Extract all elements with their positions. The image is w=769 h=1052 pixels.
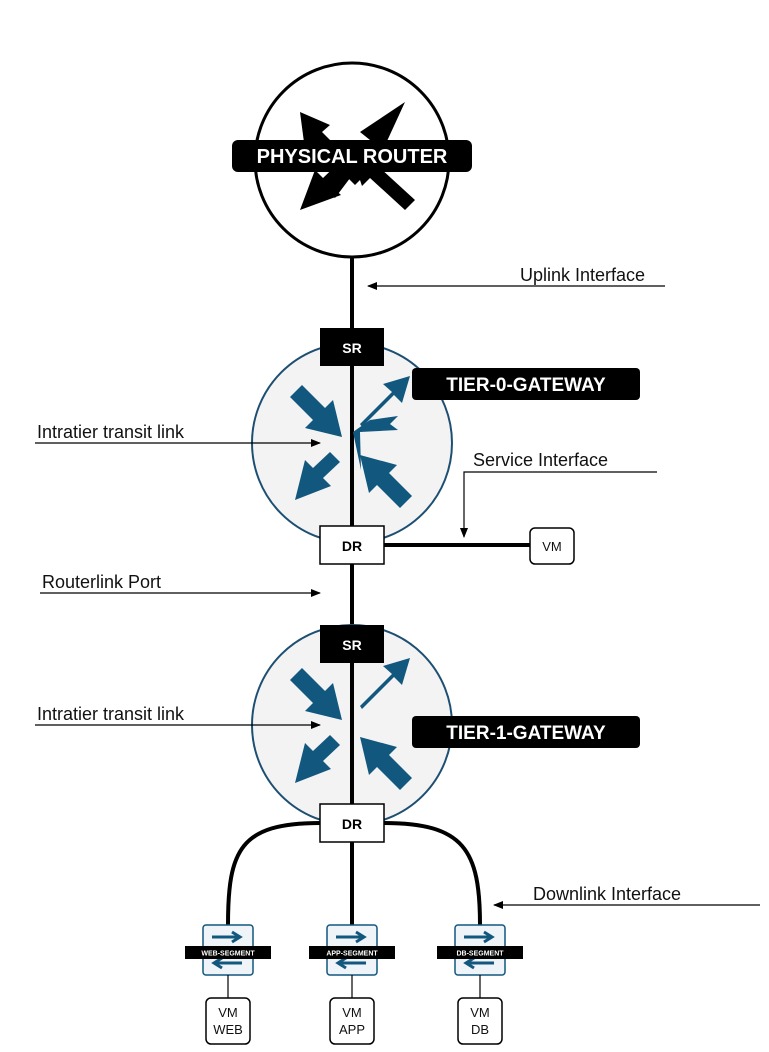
intratier-t0-label: Intratier transit link	[37, 422, 185, 442]
segment-db-label-bg	[437, 946, 523, 959]
tier1-sr-box	[320, 625, 384, 663]
downlink-db	[383, 821, 482, 926]
tier0-sr-label: SR	[342, 340, 361, 356]
tier0-gateway: SR TIER-0-GATEWAY DR	[251, 328, 640, 565]
vm-db-line1: VM	[470, 1005, 490, 1020]
tier1-label-bg	[412, 716, 640, 748]
segment-web-label: WEB-SEGMENT	[201, 951, 255, 958]
tier1-gateway: SR TIER-1-GATEWAY DR	[251, 624, 640, 843]
vm-db-line2: DB	[471, 1022, 489, 1037]
vm-app-line1: VM	[342, 1005, 362, 1020]
tier0-dr-label: DR	[342, 538, 362, 554]
segment-web-label-bg	[185, 946, 271, 959]
physical-router-label-bg	[232, 140, 472, 172]
segment-app-label: APP-SEGMENT	[326, 951, 378, 958]
service-vm-label: VM	[542, 539, 562, 554]
tier0-arrows-icon	[290, 376, 412, 508]
segment-db: DB-SEGMENT VM DB	[437, 924, 523, 1045]
tier0-sr-box	[320, 328, 384, 366]
tier1-arrows-icon	[290, 658, 412, 790]
vm-db-box	[457, 997, 503, 1045]
downlink-web	[226, 821, 321, 926]
segment-web: WEB-SEGMENT VM WEB	[185, 924, 271, 1045]
vm-app-box	[329, 997, 375, 1045]
intratier-t1-label: Intratier transit link	[37, 704, 185, 724]
service-vm-box	[529, 527, 575, 565]
tier0-label: TIER-0-GATEWAY	[446, 375, 606, 396]
segment-db-label: DB-SEGMENT	[456, 951, 504, 958]
tier1-dr-label: DR	[342, 816, 362, 832]
tier1-sr-label: SR	[342, 637, 361, 653]
vm-web-line1: VM	[218, 1005, 238, 1020]
segment-app: APP-SEGMENT VM APP	[309, 924, 395, 1045]
downlink-interface-label: Downlink Interface	[533, 884, 681, 904]
physical-router-label: PHYSICAL ROUTER	[257, 146, 448, 168]
tier1-label: TIER-1-GATEWAY	[446, 723, 606, 744]
physical-router: PHYSICAL ROUTER	[232, 61, 472, 259]
vm-web-box	[205, 997, 251, 1045]
routerlink-label: Routerlink Port	[42, 572, 161, 592]
vm-web-line2: WEB	[213, 1022, 243, 1037]
service-interface-label: Service Interface	[473, 450, 608, 470]
vm-app-line2: APP	[339, 1022, 365, 1037]
tier0-label-bg	[412, 368, 640, 400]
tier0-dr-box	[319, 525, 385, 565]
uplink-interface-label: Uplink Interface	[520, 265, 645, 285]
segment-app-label-bg	[309, 946, 395, 959]
service-interface-pointer	[460, 471, 657, 538]
